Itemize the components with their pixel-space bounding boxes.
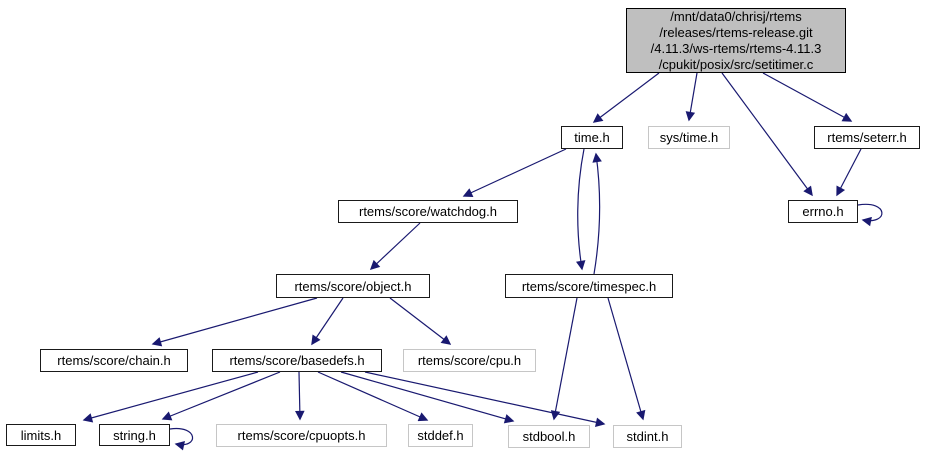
- node-cpu: rtems/score/cpu.h: [403, 349, 536, 372]
- edge-main-to-seterr: [762, 72, 853, 122]
- edge-time-to-timespec: [575, 148, 586, 271]
- node-cpuopts: rtems/score/cpuopts.h: [216, 424, 387, 447]
- edge-object-to-cpu: [389, 297, 452, 345]
- node-systime: sys/time.h: [648, 126, 730, 149]
- node-chain[interactable]: rtems/score/chain.h: [40, 349, 188, 372]
- node-main: /mnt/data0/chrisj/rtems /releases/rtems-…: [626, 8, 846, 73]
- edge-time-to-watchdog: [462, 148, 567, 197]
- edge-timespec-to-stdint: [607, 297, 646, 421]
- node-stdint: stdint.h: [613, 425, 682, 448]
- node-stdbool: stdbool.h: [508, 425, 590, 448]
- edge-basedefs-to-stdint: [364, 371, 606, 427]
- edge-basedefs-to-cpuopts: [295, 371, 305, 421]
- node-basedefs[interactable]: rtems/score/basedefs.h: [212, 349, 382, 372]
- edge-main-to-errno: [721, 72, 813, 197]
- node-errno[interactable]: errno.h: [788, 200, 858, 223]
- node-seterr[interactable]: rtems/seterr.h: [814, 126, 920, 149]
- node-stddef: stddef.h: [408, 424, 473, 447]
- edge-basedefs-to-stddef: [317, 371, 429, 422]
- node-object[interactable]: rtems/score/object.h: [276, 274, 430, 298]
- edge-object-to-basedefs: [311, 297, 344, 346]
- edge-main-to-systime: [685, 72, 698, 122]
- node-time[interactable]: time.h: [561, 126, 623, 149]
- edge-errno-to-errno: [857, 203, 883, 227]
- edge-watchdog-to-object: [369, 222, 421, 270]
- node-limits[interactable]: limits.h: [6, 424, 76, 446]
- edge-object-to-chain: [151, 297, 318, 347]
- node-watchdog[interactable]: rtems/score/watchdog.h: [338, 200, 518, 223]
- edge-timespec-to-time: [592, 152, 602, 275]
- edge-basedefs-to-limits: [82, 371, 259, 423]
- edge-timespec-to-stdbool: [550, 297, 578, 421]
- edge-string-to-string: [169, 428, 194, 451]
- edge-basedefs-to-stdbool: [340, 371, 515, 424]
- edge-seterr-to-errno: [836, 148, 862, 197]
- edge-basedefs-to-string: [161, 371, 281, 421]
- node-string[interactable]: string.h: [99, 424, 170, 446]
- node-timespec[interactable]: rtems/score/timespec.h: [505, 274, 673, 298]
- edge-main-to-time: [592, 72, 660, 123]
